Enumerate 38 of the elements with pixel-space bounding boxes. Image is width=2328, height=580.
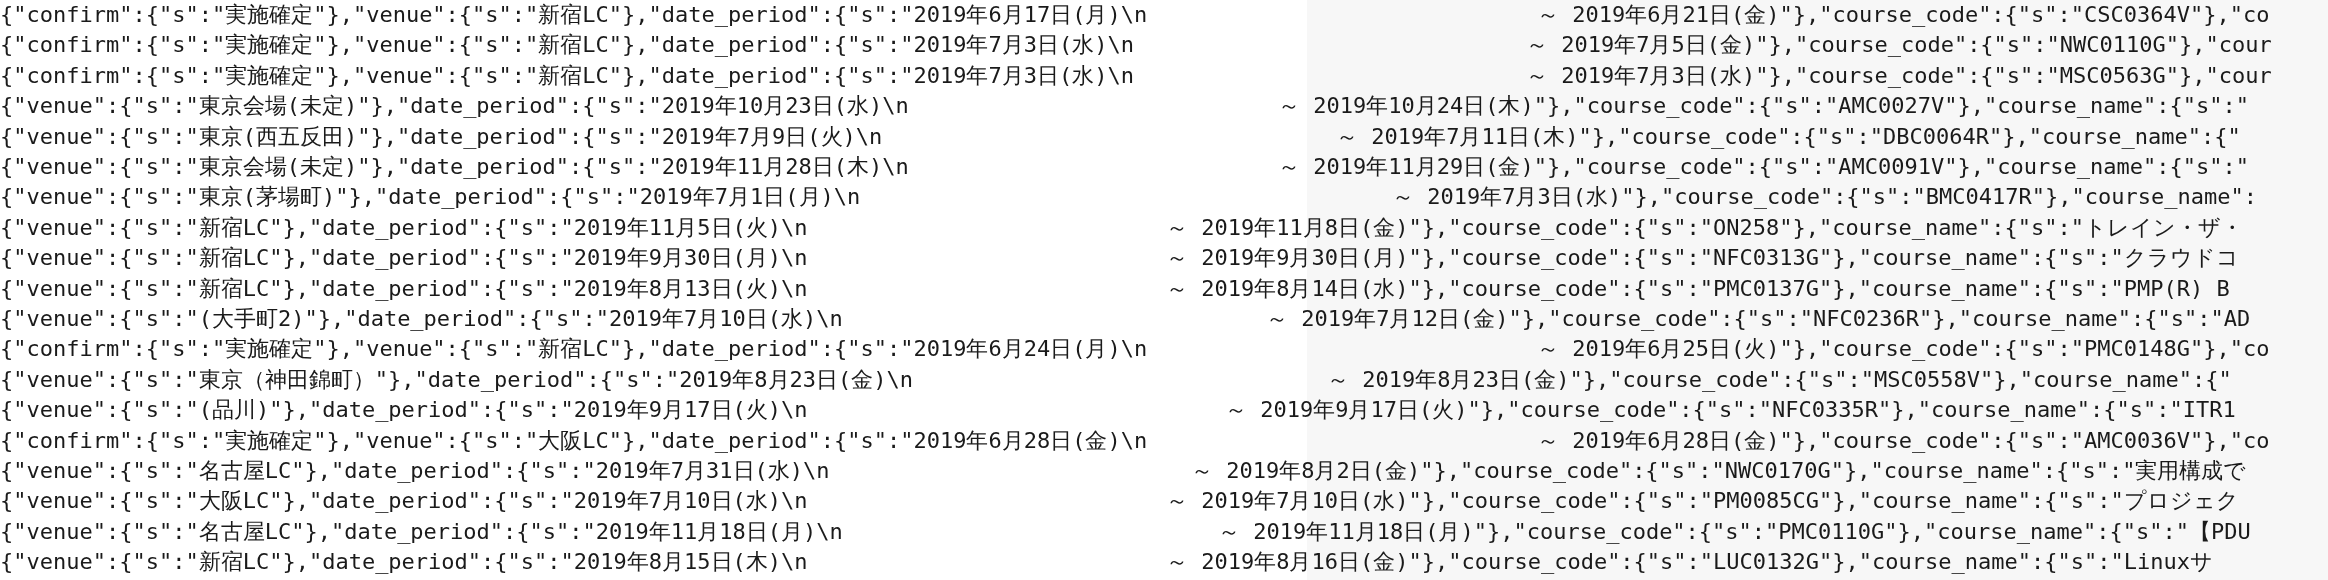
code-text: ～ 2019年8月14日(水)"},"course_code":{"s":"PMC0137G"},"course_name":{"s":"PMP(R) B <box>1166 274 2230 303</box>
code-text: {"confirm":{"s":"実施確定"},"venue":{"s":"新宿LC"},"date_period":{"s":"2019年7月3日(水)\n <box>0 61 1134 90</box>
code-text: {"confirm":{"s":"実施確定"},"venue":{"s":"新宿LC"},"date_period":{"s":"2019年6月17日(月)\n <box>0 1 1148 29</box>
code-text: {"confirm":{"s":"実施確定"},"venue":{"s":"新宿LC"},"date_period":{"s":"2019年6月24日(月)\n <box>0 335 1148 364</box>
code-text: {"venue":{"s":"新宿LC"},"date_period":{"s":"2019年11月5日(火)\n <box>0 213 808 242</box>
code-text: {"venue":{"s":"東京（神田錦町）"},"date_period":{"s":"2019年8月23日(金)\n <box>0 365 913 394</box>
code-text: ～ 2019年9月30日(月)"},"course_code":{"s":"NFC0313G"},"course_name":{"s":"クラウドコ <box>1166 244 2239 273</box>
code-text: {"venue":{"s":"新宿LC"},"date_period":{"s":"2019年9月30日(月)\n <box>0 244 808 273</box>
code-text: {"venue":{"s":"東京(西五反田)"},"date_period":{"s":"2019年7月9日(火)\n <box>0 122 883 151</box>
code-text: ～ 2019年11月18日(月)"},"course_code":{"s":"PMC0110G"},"course_name":{"s":"【PDU <box>1218 517 2251 546</box>
code-text: {"confirm":{"s":"実施確定"},"venue":{"s":"大阪LC"},"date_period":{"s":"2019年6月28日(金)\n <box>0 426 1148 455</box>
code-text: ～ 2019年10月24日(木)"},"course_code":{"s":"AMC0027V"},"course_name":{"s":" <box>1278 92 2249 121</box>
code-text: ～ 2019年7月10日(水)"},"course_code":{"s":"PM0085CG"},"course_name":{"s":"プロジェク <box>1166 487 2239 516</box>
code-text: {"venue":{"s":"名古屋LC"},"date_period":{"s":"2019年7月31日(水)\n <box>0 457 830 485</box>
code-text: ～ 2019年7月11日(木)"},"course_code":{"s":"DBC0064R"},"course_name":{" <box>1336 122 2241 151</box>
code-text: {"venue":{"s":"新宿LC"},"date_period":{"s":"2019年8月13日(火)\n <box>0 274 808 303</box>
code-text: {"venue":{"s":"(大手町2)"},"date_period":{"s":"2019年7月10日(水)\n <box>0 305 843 333</box>
code-text: {"venue":{"s":"大阪LC"},"date_period":{"s":"2019年7月10日(水)\n <box>0 487 808 516</box>
code-text: ～ 2019年7月3日(水)"},"course_code":{"s":"MSC0563G"},"cour <box>1526 61 2272 90</box>
code-text: {"venue":{"s":"東京(茅場町)"},"date_period":{"s":"2019年7月1日(月)\n <box>0 183 861 212</box>
code-text: ～ 2019年7月5日(金)"},"course_code":{"s":"NWC0110G"},"cour <box>1526 31 2272 60</box>
code-text: ～ 2019年9月17日(火)"},"course_code":{"s":"NFC0335R"},"course_name":{"s":"ITR1 <box>1225 396 2236 425</box>
code-text: {"venue":{"s":"(品川)"},"date_period":{"s":"2019年9月17日(火)\n <box>0 396 808 425</box>
code-text: ～ 2019年11月8日(金)"},"course_code":{"s":"ON258"},"course_name":{"s":"トレイン・ザ・ <box>1166 213 2243 242</box>
code-text: ～ 2019年7月3日(水)"},"course_code":{"s":"BMC0417R"},"course_name": <box>1392 183 2257 212</box>
code-text: {"venue":{"s":"東京会場(未定)"},"date_period":{"s":"2019年10月23日(水)\n <box>0 92 909 121</box>
code-text: {"venue":{"s":"東京会場(未定)"},"date_period":{"s":"2019年11月28日(木)\n <box>0 153 909 181</box>
code-text: ～ 2019年6月25日(火)"},"course_code":{"s":"PMC0148G"},"co <box>1537 335 2270 364</box>
code-text: ～ 2019年6月28日(金)"},"course_code":{"s":"AMC0036V"},"co <box>1537 426 2270 455</box>
code-text: {"venue":{"s":"新宿LC"},"date_period":{"s":"2019年8月15日(木)\n <box>0 548 808 577</box>
code-text: ～ 2019年8月2日(金)"},"course_code":{"s":"NWC0170G"},"course_name":{"s":"実用構成で <box>1191 457 2247 485</box>
code-text: ～ 2019年6月21日(金)"},"course_code":{"s":"CSC0364V"},"co <box>1537 1 2270 29</box>
code-text: {"venue":{"s":"名古屋LC"},"date_period":{"s":"2019年11月18日(月)\n <box>0 517 843 546</box>
code-text: ～ 2019年8月16日(金)"},"course_code":{"s":"LUC0132G"},"course_name":{"s":"Linuxサ <box>1166 548 2213 577</box>
code-text: ～ 2019年7月12日(金)"},"course_code":{"s":"NFC0236R"},"course_name":{"s":"AD <box>1266 305 2251 333</box>
code-text: ～ 2019年11月29日(金)"},"course_code":{"s":"AMC0091V"},"course_name":{"s":" <box>1278 153 2249 181</box>
code-text: {"confirm":{"s":"実施確定"},"venue":{"s":"新宿LC"},"date_period":{"s":"2019年7月3日(水)\n <box>0 31 1134 60</box>
code-text: ～ 2019年8月23日(金)"},"course_code":{"s":"MSC0558V"},"course_name":{" <box>1327 365 2232 394</box>
